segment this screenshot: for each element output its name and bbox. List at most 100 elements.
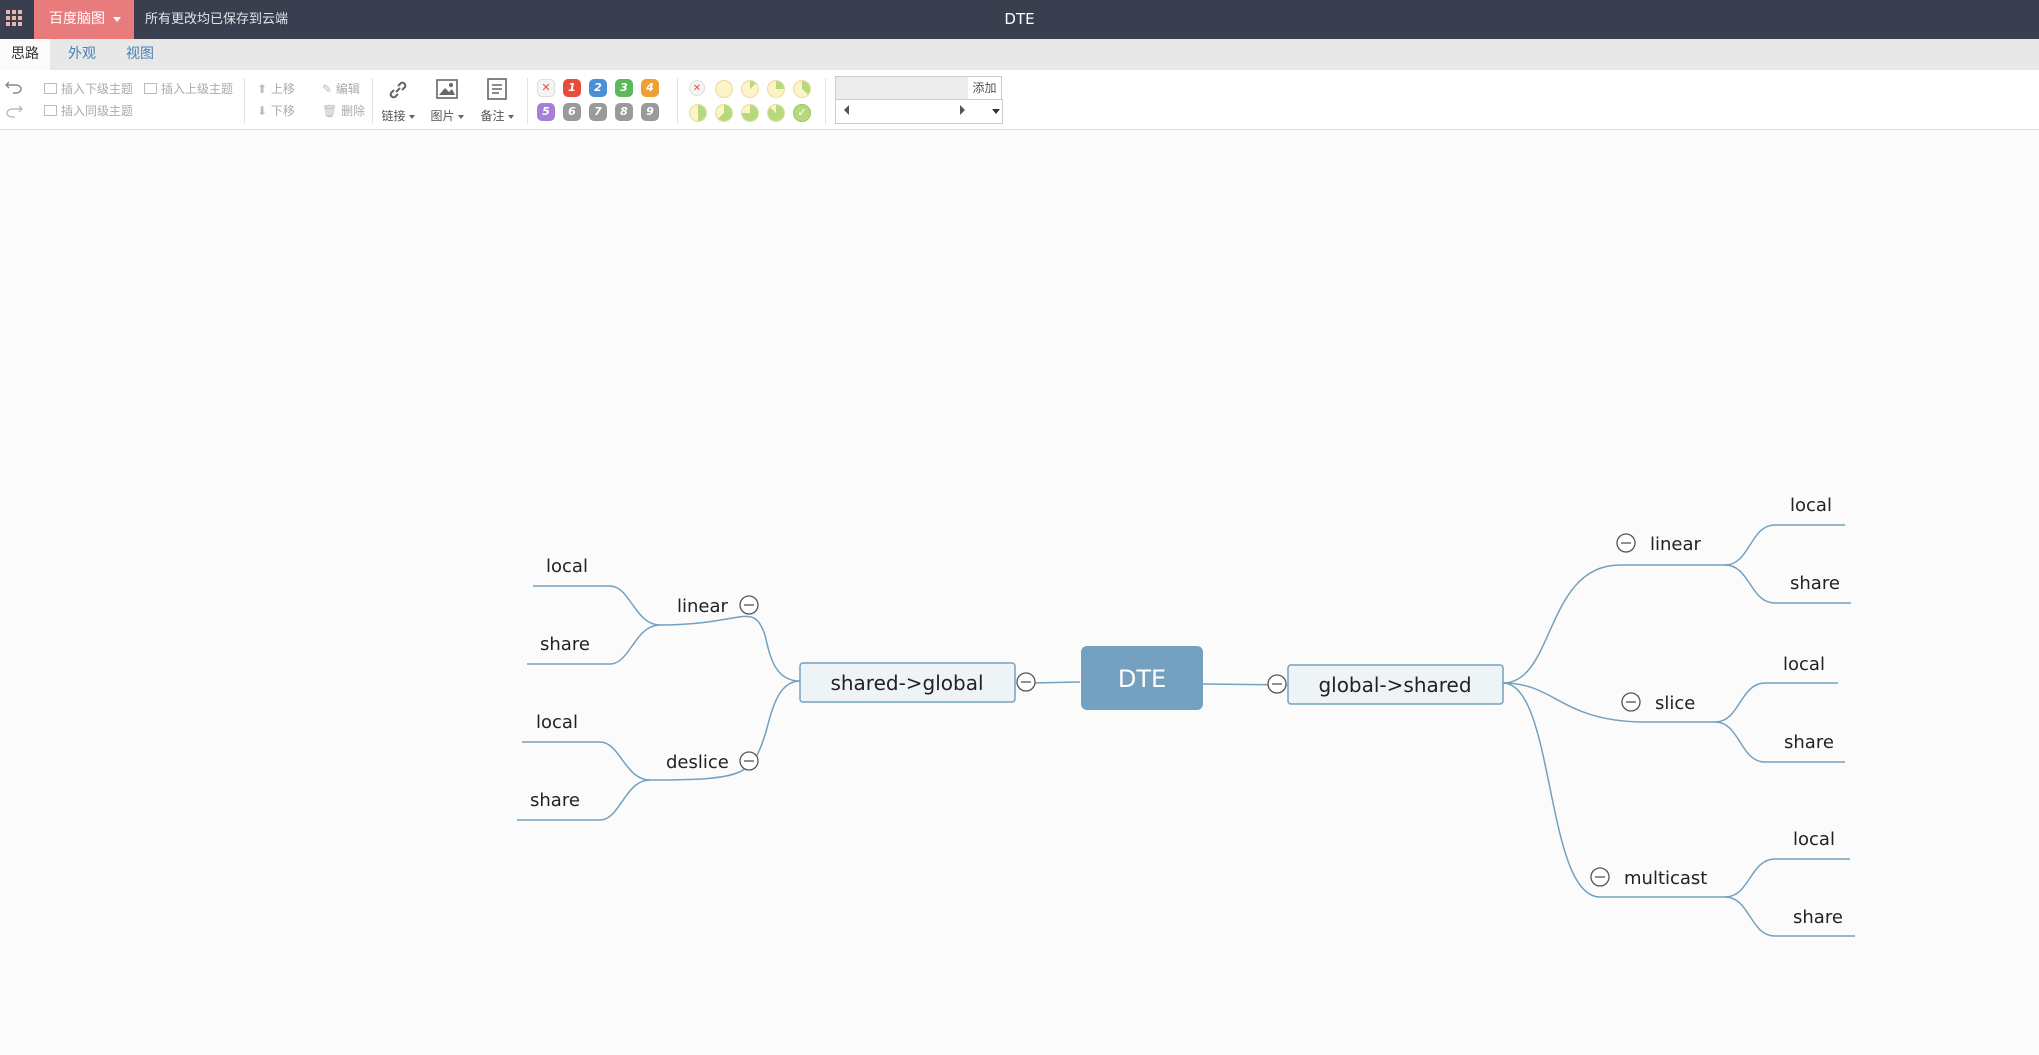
insert-child-label: 插入下级主题	[61, 82, 134, 96]
priority-8-icon[interactable]: 8	[615, 103, 633, 121]
insert-child-icon	[44, 83, 57, 94]
resource-input[interactable]	[835, 76, 970, 100]
topic-local[interactable]: local	[546, 556, 588, 577]
topic-slice[interactable]: slice	[1655, 693, 1695, 714]
mindmap-canvas[interactable]: DTE shared->global global->shared linear…	[0, 130, 2039, 1055]
link-label: 链接	[381, 109, 406, 123]
edit-icon: ✎	[322, 82, 336, 96]
toolbar-divider	[244, 78, 245, 124]
link-icon	[389, 81, 407, 99]
branch-label: global->shared	[1318, 673, 1471, 697]
move-up-button[interactable]: ⬆ 上移	[257, 80, 295, 97]
collapse-icon[interactable]	[1590, 867, 1610, 887]
progress-done-icon[interactable]: ✓	[793, 104, 811, 122]
branch-label: shared->global	[830, 671, 983, 695]
resource-add-button[interactable]: 添加	[968, 76, 1002, 100]
apps-grid-icon[interactable]	[0, 0, 34, 39]
link-button[interactable]: 链接	[375, 77, 421, 125]
priority-clear-icon[interactable]: ✕	[537, 79, 555, 97]
tab-view[interactable]: 视图	[126, 46, 154, 62]
progress-7-icon[interactable]	[767, 104, 785, 122]
topic-deslice[interactable]: deslice	[666, 752, 729, 773]
toolbar-divider	[372, 78, 373, 124]
branch-node-global-shared[interactable]: global->shared	[1287, 664, 1504, 705]
edge	[649, 680, 801, 781]
topic-local[interactable]: local	[1793, 829, 1835, 850]
toolbar-divider	[677, 78, 678, 124]
topic-share[interactable]: share	[530, 790, 580, 811]
collapse-icon[interactable]	[1621, 692, 1641, 712]
move-down-button[interactable]: ⬇ 下移	[257, 102, 295, 119]
note-button[interactable]: 备注	[474, 77, 520, 125]
image-label: 图片	[430, 109, 455, 123]
brand-label: 百度脑图	[49, 11, 105, 27]
progress-3-icon[interactable]	[793, 80, 811, 98]
priority-5-icon[interactable]: 5	[537, 103, 555, 121]
progress-1-icon[interactable]	[741, 80, 759, 98]
topic-multicast[interactable]: multicast	[1624, 868, 1707, 889]
collapse-icon[interactable]	[1016, 672, 1036, 692]
edge	[1502, 564, 1725, 684]
collapse-icon[interactable]	[1616, 533, 1636, 553]
progress-2-icon[interactable]	[767, 80, 785, 98]
image-icon	[436, 79, 458, 99]
priority-1-icon[interactable]: 1	[563, 79, 581, 97]
toolbar-divider	[527, 78, 528, 124]
image-button[interactable]: 图片	[424, 77, 470, 125]
delete-button[interactable]: 🗑 删除	[322, 102, 365, 119]
undo-icon[interactable]	[5, 80, 23, 94]
move-down-label: 下移	[270, 104, 295, 118]
root-node[interactable]: DTE	[1081, 646, 1203, 710]
priority-3-icon[interactable]: 3	[615, 79, 633, 97]
priority-6-icon[interactable]: 6	[563, 103, 581, 121]
collapse-icon[interactable]	[739, 595, 759, 615]
topic-local[interactable]: local	[1783, 654, 1825, 675]
progress-4-icon[interactable]	[689, 104, 707, 122]
topic-share[interactable]: share	[1793, 907, 1843, 928]
progress-clear-icon[interactable]: ✕	[689, 80, 705, 96]
priority-2-icon[interactable]: 2	[589, 79, 607, 97]
scroll-left-icon[interactable]	[844, 105, 850, 115]
topic-local[interactable]: local	[1790, 495, 1832, 516]
topic-local[interactable]: local	[536, 712, 578, 733]
progress-5-icon[interactable]	[715, 104, 733, 122]
brand-menu-button[interactable]: 百度脑图	[34, 0, 134, 39]
priority-9-icon[interactable]: 9	[641, 103, 659, 121]
priority-4-icon[interactable]: 4	[641, 79, 659, 97]
edit-label: 编辑	[335, 82, 360, 96]
edge	[659, 615, 801, 682]
collapse-icon[interactable]	[739, 751, 759, 771]
root-label: DTE	[1118, 665, 1166, 693]
caret-down-icon	[457, 114, 464, 119]
topic-linear[interactable]: linear	[1650, 534, 1702, 555]
collapse-icon[interactable]	[1267, 674, 1287, 694]
branch-node-shared-global[interactable]: shared->global	[799, 662, 1016, 703]
trash-icon: 🗑	[322, 104, 342, 118]
dropdown-caret-icon[interactable]	[992, 109, 1000, 114]
insert-sibling-button[interactable]: 插入同级主题	[44, 102, 133, 119]
progress-0-icon[interactable]	[715, 80, 733, 98]
insert-parent-label: 插入上级主题	[161, 82, 234, 96]
edge	[1714, 721, 1845, 763]
topic-share[interactable]: share	[540, 634, 590, 655]
edge	[1714, 682, 1838, 723]
priority-7-icon[interactable]: 7	[589, 103, 607, 121]
topic-share[interactable]: share	[1784, 732, 1834, 753]
scroll-right-icon[interactable]	[960, 105, 966, 115]
redo-icon[interactable]	[5, 104, 23, 118]
edit-button[interactable]: ✎ 编辑	[322, 80, 360, 97]
insert-child-button[interactable]: 插入下级主题	[44, 80, 133, 97]
progress-6-icon[interactable]	[741, 104, 759, 122]
document-title: DTE	[1004, 10, 1035, 28]
topic-linear[interactable]: linear	[677, 596, 729, 617]
edge	[1502, 682, 1725, 898]
edge	[1724, 896, 1855, 937]
mindmap-edges	[517, 524, 1855, 937]
caret-down-icon	[507, 114, 514, 119]
tab-appearance[interactable]: 外观	[68, 46, 96, 62]
topic-share[interactable]: share	[1790, 573, 1840, 594]
insert-parent-button[interactable]: 插入上级主题	[144, 80, 233, 97]
edge	[1724, 524, 1845, 566]
resource-list[interactable]	[835, 99, 1003, 124]
tab-ideas[interactable]: 思路	[0, 39, 50, 70]
